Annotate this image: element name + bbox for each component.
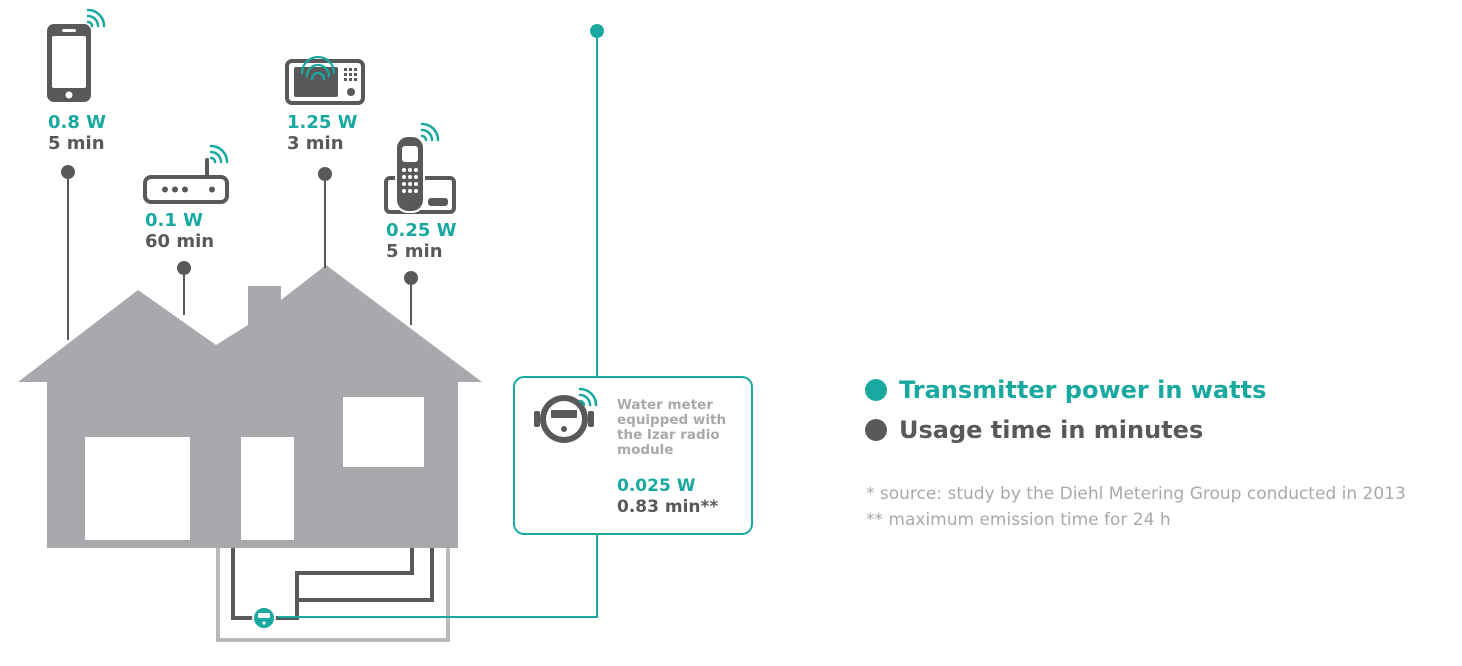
legend-time-row: Usage time in minutes bbox=[865, 416, 1203, 444]
emission-note: ** maximum emission time for 24 h bbox=[866, 510, 1171, 530]
cordless-phone-power: 0.25 W bbox=[386, 220, 457, 241]
router-time: 60 min bbox=[145, 231, 215, 252]
house-door bbox=[241, 437, 294, 540]
device-connectors bbox=[67, 172, 412, 340]
cordless-phone-time: 5 min bbox=[386, 241, 443, 262]
router-icon bbox=[143, 144, 229, 204]
house-window-right bbox=[343, 397, 424, 467]
legend-time-label: Usage time in minutes bbox=[899, 416, 1204, 444]
pipe-system bbox=[216, 545, 450, 642]
meter-power: 0.025 W bbox=[617, 476, 696, 496]
meter-link bbox=[278, 31, 598, 618]
meter-description: Water meter equipped with the Izar radio… bbox=[617, 397, 727, 458]
microwave-icon bbox=[285, 55, 365, 105]
legend-power-dot bbox=[865, 379, 887, 401]
cordless-phone-icon bbox=[384, 122, 456, 214]
meter-link-dot bbox=[590, 24, 604, 38]
source-note: * source: study by the Diehl Metering Gr… bbox=[866, 484, 1406, 504]
microwave-power: 1.25 W bbox=[287, 112, 358, 133]
smartphone-icon bbox=[47, 8, 106, 102]
smartphone-time: 5 min bbox=[48, 133, 105, 154]
connector-dots bbox=[61, 165, 418, 285]
legend-time-dot bbox=[865, 419, 887, 441]
router-power: 0.1 W bbox=[145, 210, 204, 231]
house-window-left bbox=[85, 437, 190, 540]
legend-power-row: Transmitter power in watts bbox=[865, 376, 1266, 404]
meter-time: 0.83 min** bbox=[617, 497, 719, 517]
smartphone-power: 0.8 W bbox=[48, 112, 107, 133]
water-meter-icon bbox=[534, 387, 598, 443]
small-meter-icon bbox=[252, 606, 276, 630]
legend-power-label: Transmitter power in watts bbox=[899, 376, 1267, 404]
microwave-time: 3 min bbox=[287, 133, 344, 154]
